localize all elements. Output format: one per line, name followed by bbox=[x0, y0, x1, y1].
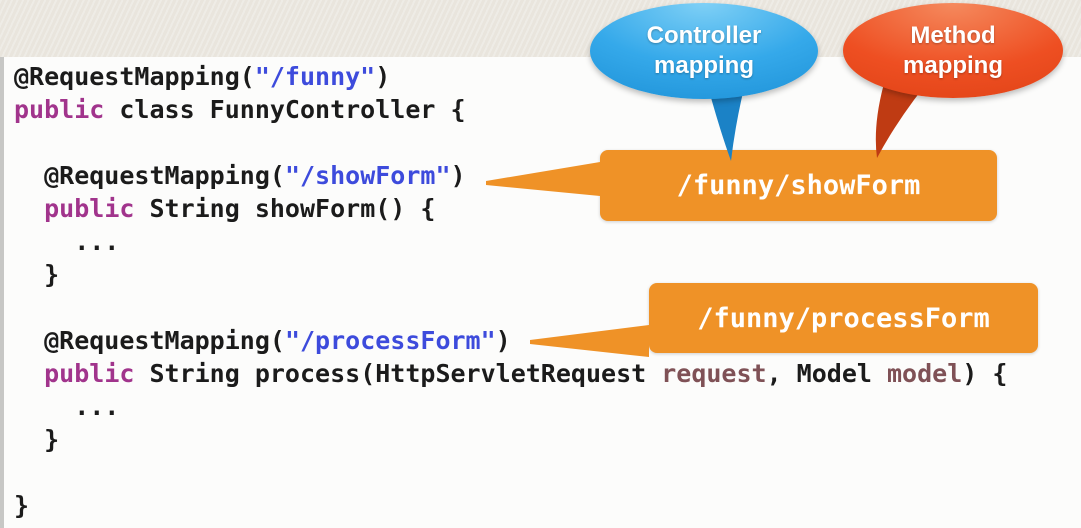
code-block: @RequestMapping("/funny") public class Fu… bbox=[14, 60, 1007, 522]
code-line: @RequestMapping("/showForm") bbox=[14, 161, 466, 190]
method-bubble-line1: Method bbox=[910, 21, 996, 49]
method-bubble-line2: mapping bbox=[903, 51, 1003, 79]
code-line: } bbox=[14, 260, 60, 289]
route-box-processform: /funny/processForm bbox=[649, 283, 1038, 353]
code-line: @RequestMapping("/processForm") bbox=[14, 326, 511, 355]
code-line bbox=[14, 456, 1007, 489]
route-box-showform: /funny/showForm bbox=[600, 150, 997, 221]
code-line: public String process(HttpServletRequest… bbox=[44, 359, 1008, 388]
route-label-showform: /funny/showForm bbox=[676, 170, 921, 201]
code-line: @RequestMapping("/funny") bbox=[14, 62, 391, 91]
controller-mapping-bubble: Controller mapping bbox=[590, 3, 818, 99]
code-line: } bbox=[14, 425, 60, 454]
route-label-processform: /funny/processForm bbox=[697, 302, 990, 334]
method-mapping-bubble: Method mapping bbox=[843, 3, 1063, 98]
code-line: ... bbox=[14, 227, 120, 256]
controller-bubble-line1: Controller bbox=[646, 22, 762, 49]
code-line: public class FunnyController { bbox=[14, 95, 466, 124]
code-line: ... bbox=[14, 392, 120, 421]
controller-bubble-line2: mapping bbox=[654, 52, 754, 79]
code-line: } bbox=[14, 491, 30, 520]
code-line: public String showForm() { bbox=[44, 194, 436, 223]
